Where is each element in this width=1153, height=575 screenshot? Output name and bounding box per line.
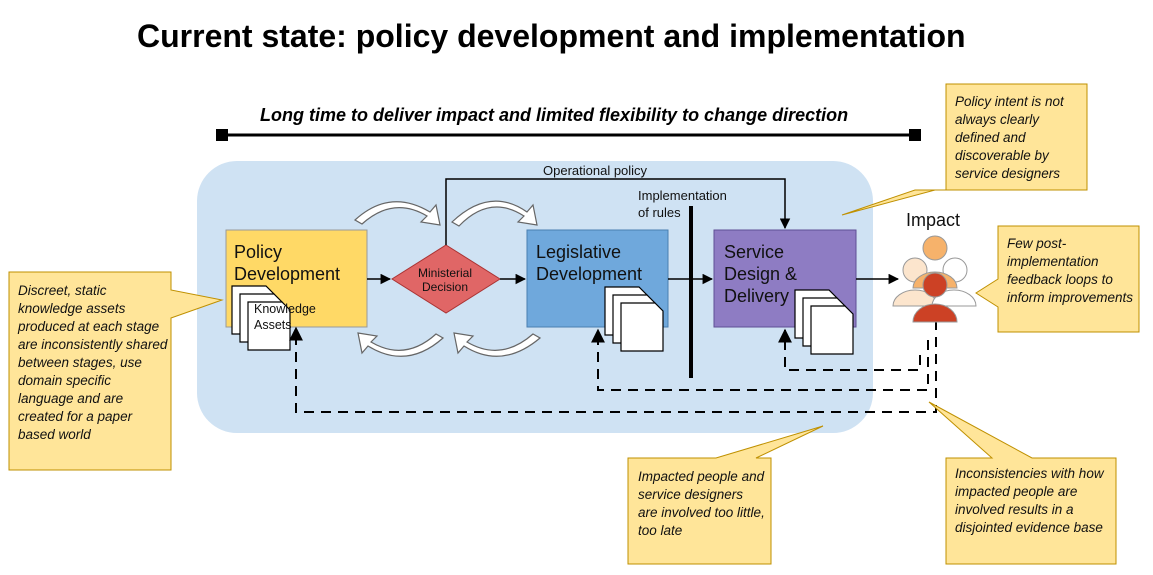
document-stack-icon xyxy=(794,289,854,355)
callout-impacted-people-text: Impacted people and service designers ar… xyxy=(638,469,765,538)
ministerial-decision-label: Ministerial Decision xyxy=(417,266,472,294)
document-stack-icon xyxy=(231,285,291,351)
callout-knowledge-assets xyxy=(8,271,224,471)
ministerial-decision-diamond xyxy=(391,244,501,314)
timeline-bar xyxy=(216,129,921,141)
callout-policy-intent-text: Policy intent is not always clearly defi… xyxy=(955,94,1064,181)
timeline-label: Long time to deliver impact and limited … xyxy=(260,105,849,125)
implementation-of-rules-label: Implementation of rules xyxy=(638,188,727,220)
knowledge-assets-label: Knowledge Assets xyxy=(254,302,316,332)
callout-feedback-loops-text: Few post-implementation feedback loops t… xyxy=(1007,236,1134,305)
callout-feedback-loops xyxy=(975,225,1140,333)
document-stack-icon xyxy=(604,286,664,352)
callout-inconsistencies-text: Inconsistencies with how impacted people… xyxy=(955,466,1104,535)
service-delivery-label: Service Design & Delivery xyxy=(724,242,798,306)
page-title: Current state: policy development and im… xyxy=(137,18,966,54)
operational-policy-arrow xyxy=(445,178,791,245)
callout-policy-intent xyxy=(841,83,1088,216)
policy-development-label: Policy Development xyxy=(234,242,341,284)
iteration-cycle-arrows xyxy=(353,200,542,357)
legislative-development-label: Legislative Development xyxy=(536,242,643,284)
impact-label: Impact xyxy=(906,210,961,230)
callout-inconsistencies xyxy=(928,401,1117,565)
feedback-loop-arrows xyxy=(289,320,937,413)
callout-knowledge-assets-text: Discreet, static knowledge assets produc… xyxy=(18,283,168,442)
operational-policy-label: Operational policy xyxy=(543,163,648,178)
callout-impacted-people xyxy=(627,425,824,565)
impacted-people-icon xyxy=(892,235,977,323)
